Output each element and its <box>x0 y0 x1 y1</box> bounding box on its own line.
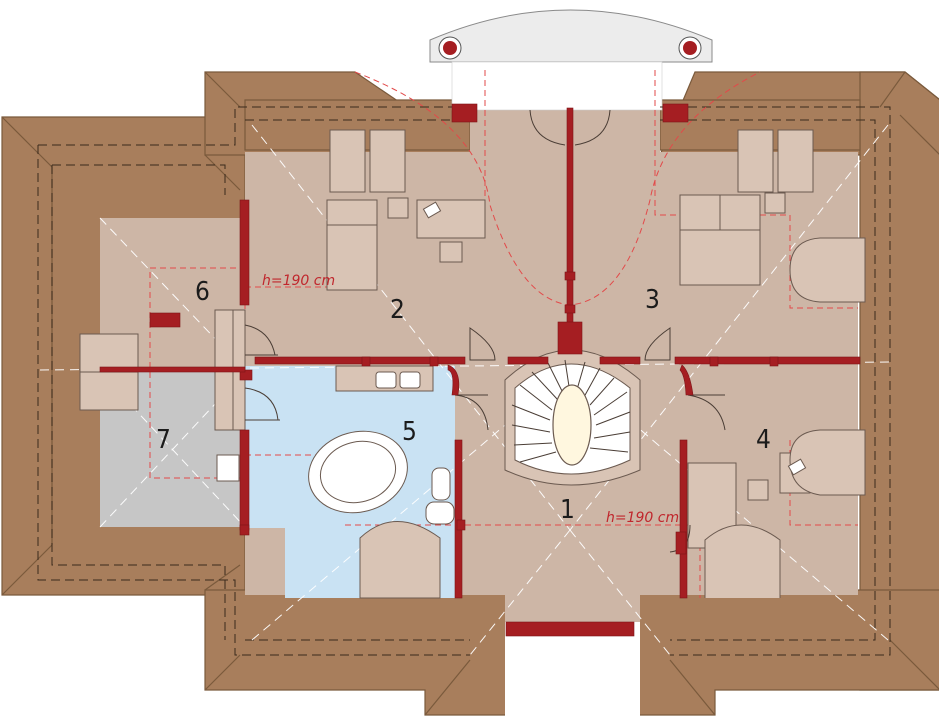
armchair-room2-left <box>329 129 366 193</box>
stair-core <box>552 384 592 466</box>
walls <box>99 103 861 637</box>
room-label-6: 6 <box>195 277 210 307</box>
height-label-room2: h=190 cm <box>262 273 335 289</box>
toilet-icon <box>431 467 451 501</box>
room-label-7: 7 <box>156 425 171 455</box>
roof-right-main <box>859 71 939 691</box>
armchair-room3-left <box>737 129 774 193</box>
room-label-5: 5 <box>402 417 417 447</box>
armchair-room3-right <box>777 129 814 193</box>
furniture <box>79 129 866 599</box>
armchair-room2-right <box>369 129 406 193</box>
doors <box>244 109 726 553</box>
shower-icon <box>359 521 441 599</box>
staircase <box>504 349 641 486</box>
roof-dashed-outlines <box>37 106 891 656</box>
armchair-room3-side <box>789 237 866 303</box>
sink-left-icon <box>375 371 397 389</box>
room-label-4: 4 <box>756 425 771 455</box>
chair-room2 <box>439 241 463 263</box>
desk-room4 <box>687 462 737 549</box>
room-label-3: 3 <box>645 285 660 315</box>
sink-right-icon <box>399 371 421 389</box>
room-label-2: 2 <box>390 295 405 325</box>
chimney-room6 <box>149 312 181 328</box>
height-label-room1: h=190 cm <box>606 510 679 526</box>
room-labels: 1 2 3 4 5 6 7 <box>156 277 771 525</box>
desk-room2 <box>416 199 486 239</box>
bottom-balcony <box>505 622 640 720</box>
top-bay <box>429 9 713 111</box>
height-annotations: h=190 cm h=190 cm <box>262 273 679 526</box>
floor-room2-ext <box>245 152 290 200</box>
room-label-1: 1 <box>560 495 575 525</box>
